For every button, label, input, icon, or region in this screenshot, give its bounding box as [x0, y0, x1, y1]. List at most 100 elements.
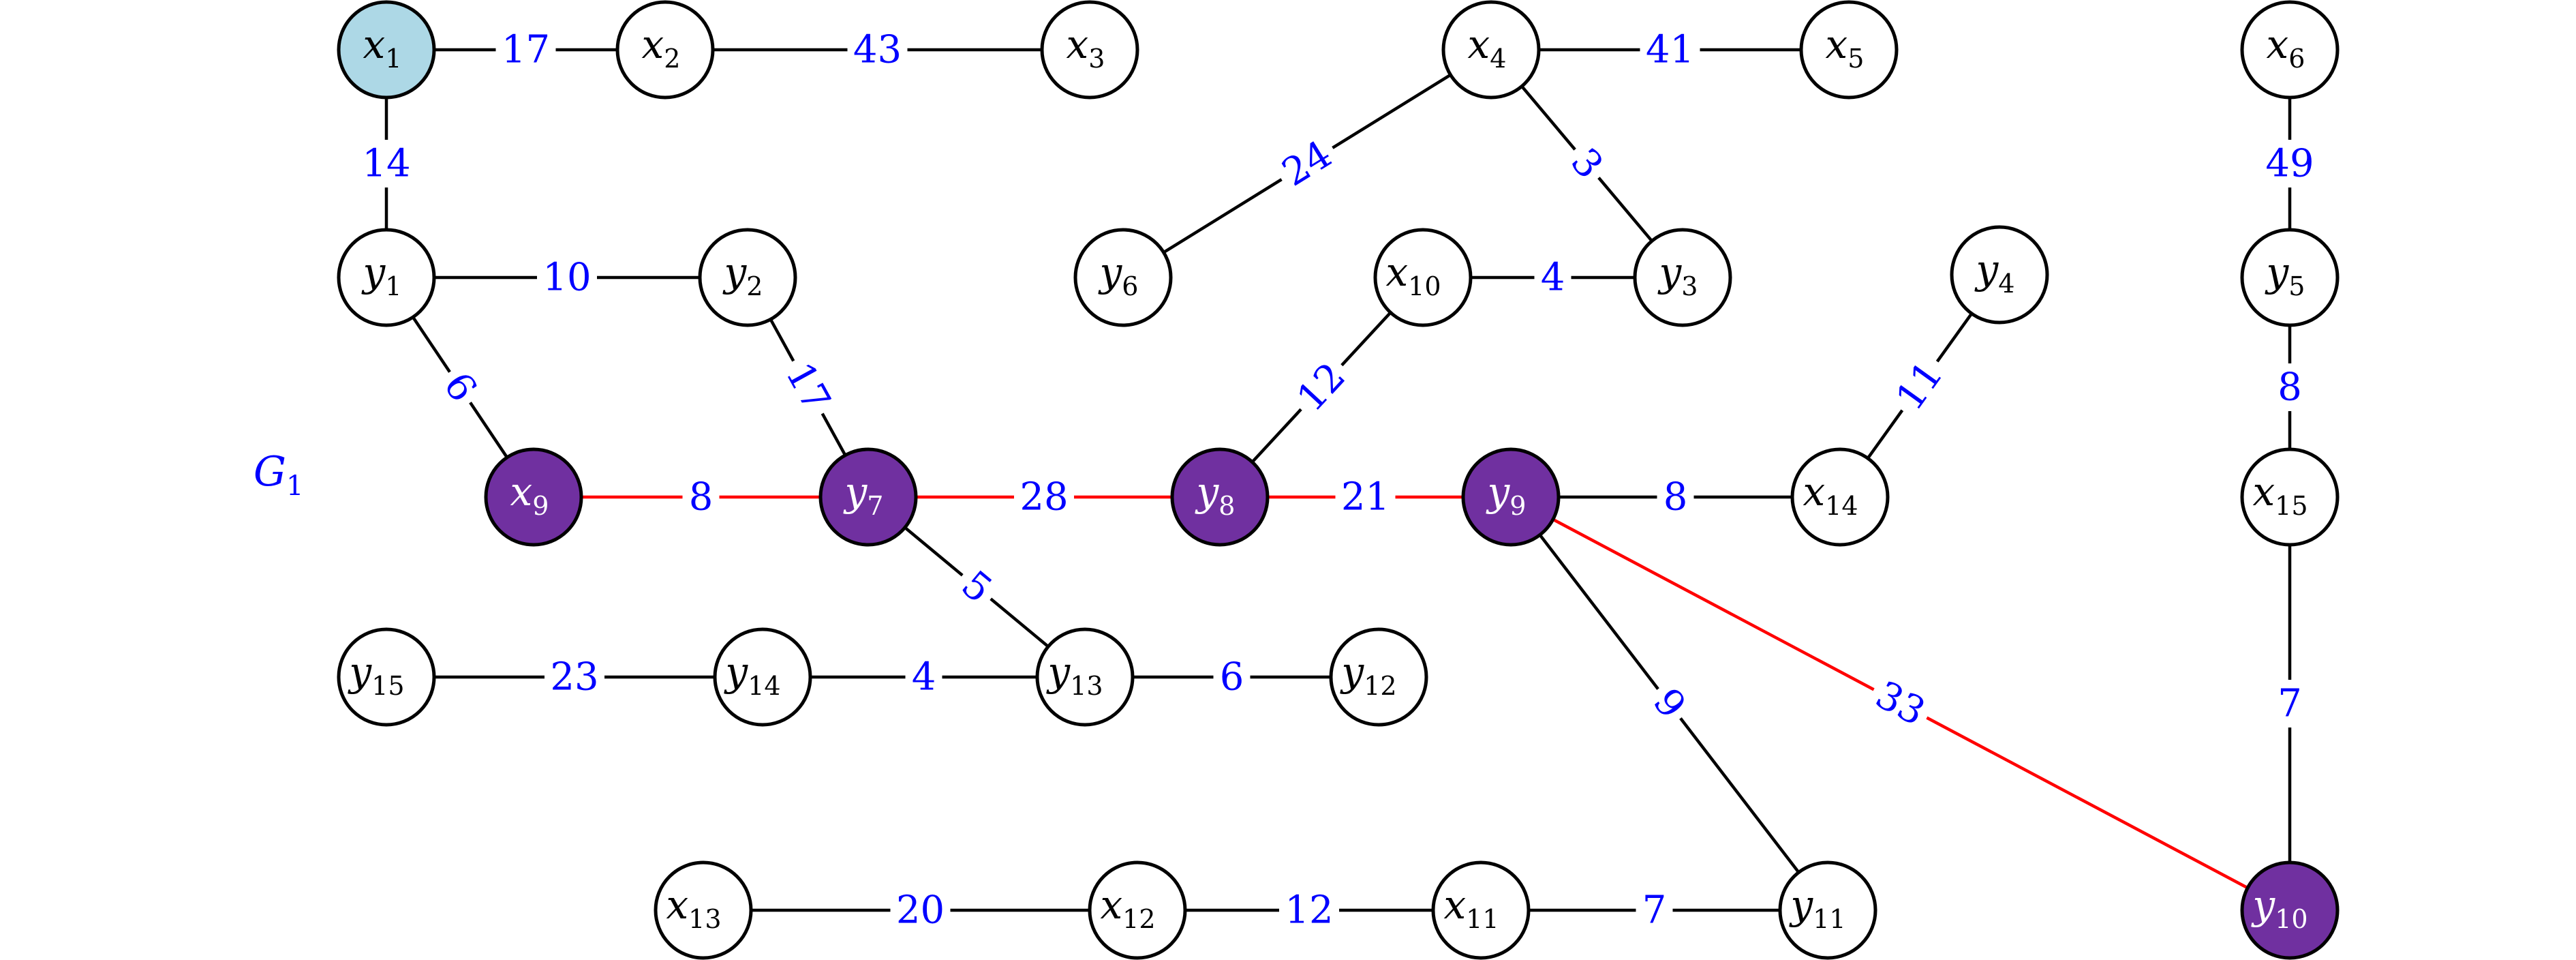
edge-weight-label-background: [1557, 134, 1617, 194]
node-x6[interactable]: x6: [2240, 0, 2340, 100]
node-x1[interactable]: x1: [337, 0, 436, 100]
node-circle[interactable]: [1950, 225, 2049, 325]
edge-weight-value: 8: [2278, 365, 2302, 410]
node-y13[interactable]: y13: [1035, 627, 1135, 727]
node-circle[interactable]: [1035, 627, 1135, 727]
node-label-base: x: [2252, 468, 2275, 515]
node-y1[interactable]: y1: [337, 228, 436, 327]
node-y12[interactable]: y12: [1329, 627, 1428, 727]
node-circle[interactable]: [1170, 447, 1270, 547]
node-y3[interactable]: y3: [1633, 228, 1732, 327]
node-x11[interactable]: x11: [1431, 860, 1531, 960]
edge-weight-label: 7: [1636, 886, 1673, 934]
node-y2[interactable]: y2: [698, 228, 797, 327]
node-x15[interactable]: x15: [2240, 447, 2340, 547]
node-x5[interactable]: x5: [1799, 0, 1899, 100]
node-circle[interactable]: [1040, 0, 1139, 100]
node-circle[interactable]: [1329, 627, 1428, 727]
node-circle[interactable]: [337, 0, 436, 100]
edge-weight-value: 28: [1019, 475, 1068, 520]
node-label-base: x: [1803, 468, 1825, 515]
node-circle[interactable]: [2240, 447, 2340, 547]
node-label-subscript: 14: [1825, 491, 1858, 521]
node-x9[interactable]: x9: [484, 447, 583, 547]
node-label-subscript: 1: [385, 44, 401, 74]
node-y4[interactable]: y4: [1950, 225, 2049, 325]
node-circle[interactable]: [1431, 860, 1531, 960]
node-label: y12: [1339, 648, 1396, 701]
edge-weight-label: 8: [682, 473, 720, 521]
node-x14[interactable]: x14: [1790, 447, 1890, 547]
node-circle[interactable]: [337, 228, 436, 327]
node-y15[interactable]: y15: [337, 627, 436, 727]
node-circle[interactable]: [1790, 447, 1890, 547]
edge-weight-label-background: [905, 653, 942, 701]
edge-weight-value: 14: [362, 142, 410, 186]
node-label-base: y: [1339, 648, 1364, 695]
node-label-subscript: 6: [1122, 271, 1138, 301]
node-label: x4: [1468, 21, 1507, 74]
node-label: x1: [363, 21, 402, 74]
node-label-base: y: [347, 648, 372, 695]
node-label: x13: [666, 882, 721, 934]
edge-weight-label-background: [2271, 680, 2308, 728]
node-label-base: x: [666, 882, 688, 928]
node-label-subscript: 13: [1070, 671, 1103, 701]
node-circle[interactable]: [1373, 228, 1473, 327]
edge-weight-label: 6: [1213, 653, 1251, 701]
node-label: x6: [2267, 21, 2305, 74]
node-circle[interactable]: [654, 860, 753, 960]
node-label-subscript: 11: [1813, 904, 1845, 934]
node-x13[interactable]: x13: [654, 860, 753, 960]
node-y11[interactable]: y11: [1778, 860, 1877, 960]
node-y6[interactable]: y6: [1073, 228, 1173, 327]
edge-weight-value: 10: [542, 256, 591, 300]
node-circle[interactable]: [1633, 228, 1732, 327]
edge-weight-label-background: [772, 349, 844, 425]
node-y7[interactable]: y7: [818, 447, 918, 547]
node-circle[interactable]: [1778, 860, 1877, 960]
node-circle[interactable]: [1441, 0, 1541, 100]
node-x12[interactable]: x12: [1088, 860, 1187, 960]
node-x2[interactable]: x2: [615, 0, 715, 100]
edge-weight-label: 11: [1882, 347, 1957, 425]
node-circle[interactable]: [713, 627, 812, 727]
edge-weight-label: 10: [537, 254, 597, 301]
node-circle[interactable]: [615, 0, 715, 100]
node-circle[interactable]: [818, 447, 918, 547]
edge-weight-value: 4: [1541, 256, 1565, 300]
node-label: x5: [1826, 21, 1865, 74]
node-circle[interactable]: [1461, 447, 1561, 547]
node-y14[interactable]: y14: [713, 627, 812, 727]
edge-weight-value: 8: [689, 475, 714, 520]
node-y9[interactable]: y9: [1461, 447, 1561, 547]
node-circle[interactable]: [2240, 0, 2340, 100]
node-circle[interactable]: [1799, 0, 1899, 100]
node-circle[interactable]: [2240, 860, 2340, 960]
node-label-subscript: 12: [1364, 671, 1396, 701]
node-y8[interactable]: y8: [1170, 447, 1270, 547]
node-circle[interactable]: [1073, 228, 1173, 327]
node-y5[interactable]: y5: [2240, 228, 2340, 327]
node-label: y8: [1195, 468, 1236, 521]
node-x10[interactable]: x10: [1373, 228, 1473, 327]
node-x4[interactable]: x4: [1441, 0, 1541, 100]
edge-weight-value: 6: [1220, 655, 1244, 700]
node-circle[interactable]: [698, 228, 797, 327]
edge-weight-value: 41: [1646, 28, 1694, 72]
node-x3[interactable]: x3: [1040, 0, 1139, 100]
edge-weight-label: 3: [1557, 134, 1617, 194]
node-circle[interactable]: [2240, 228, 2340, 327]
node-label-subscript: 10: [1408, 271, 1441, 301]
node-circle[interactable]: [484, 447, 583, 547]
node-label-subscript: 12: [1122, 904, 1155, 934]
node-label-base: y: [1788, 882, 1813, 928]
edge-weight-label-background: [1014, 473, 1074, 521]
node-circle[interactable]: [337, 627, 436, 727]
node-label-subscript: 5: [2288, 271, 2305, 301]
node-circle[interactable]: [1088, 860, 1187, 960]
node-y10[interactable]: y10: [2240, 860, 2340, 960]
edge-weight-value: 4: [912, 655, 936, 700]
node-label: y9: [1486, 468, 1527, 521]
